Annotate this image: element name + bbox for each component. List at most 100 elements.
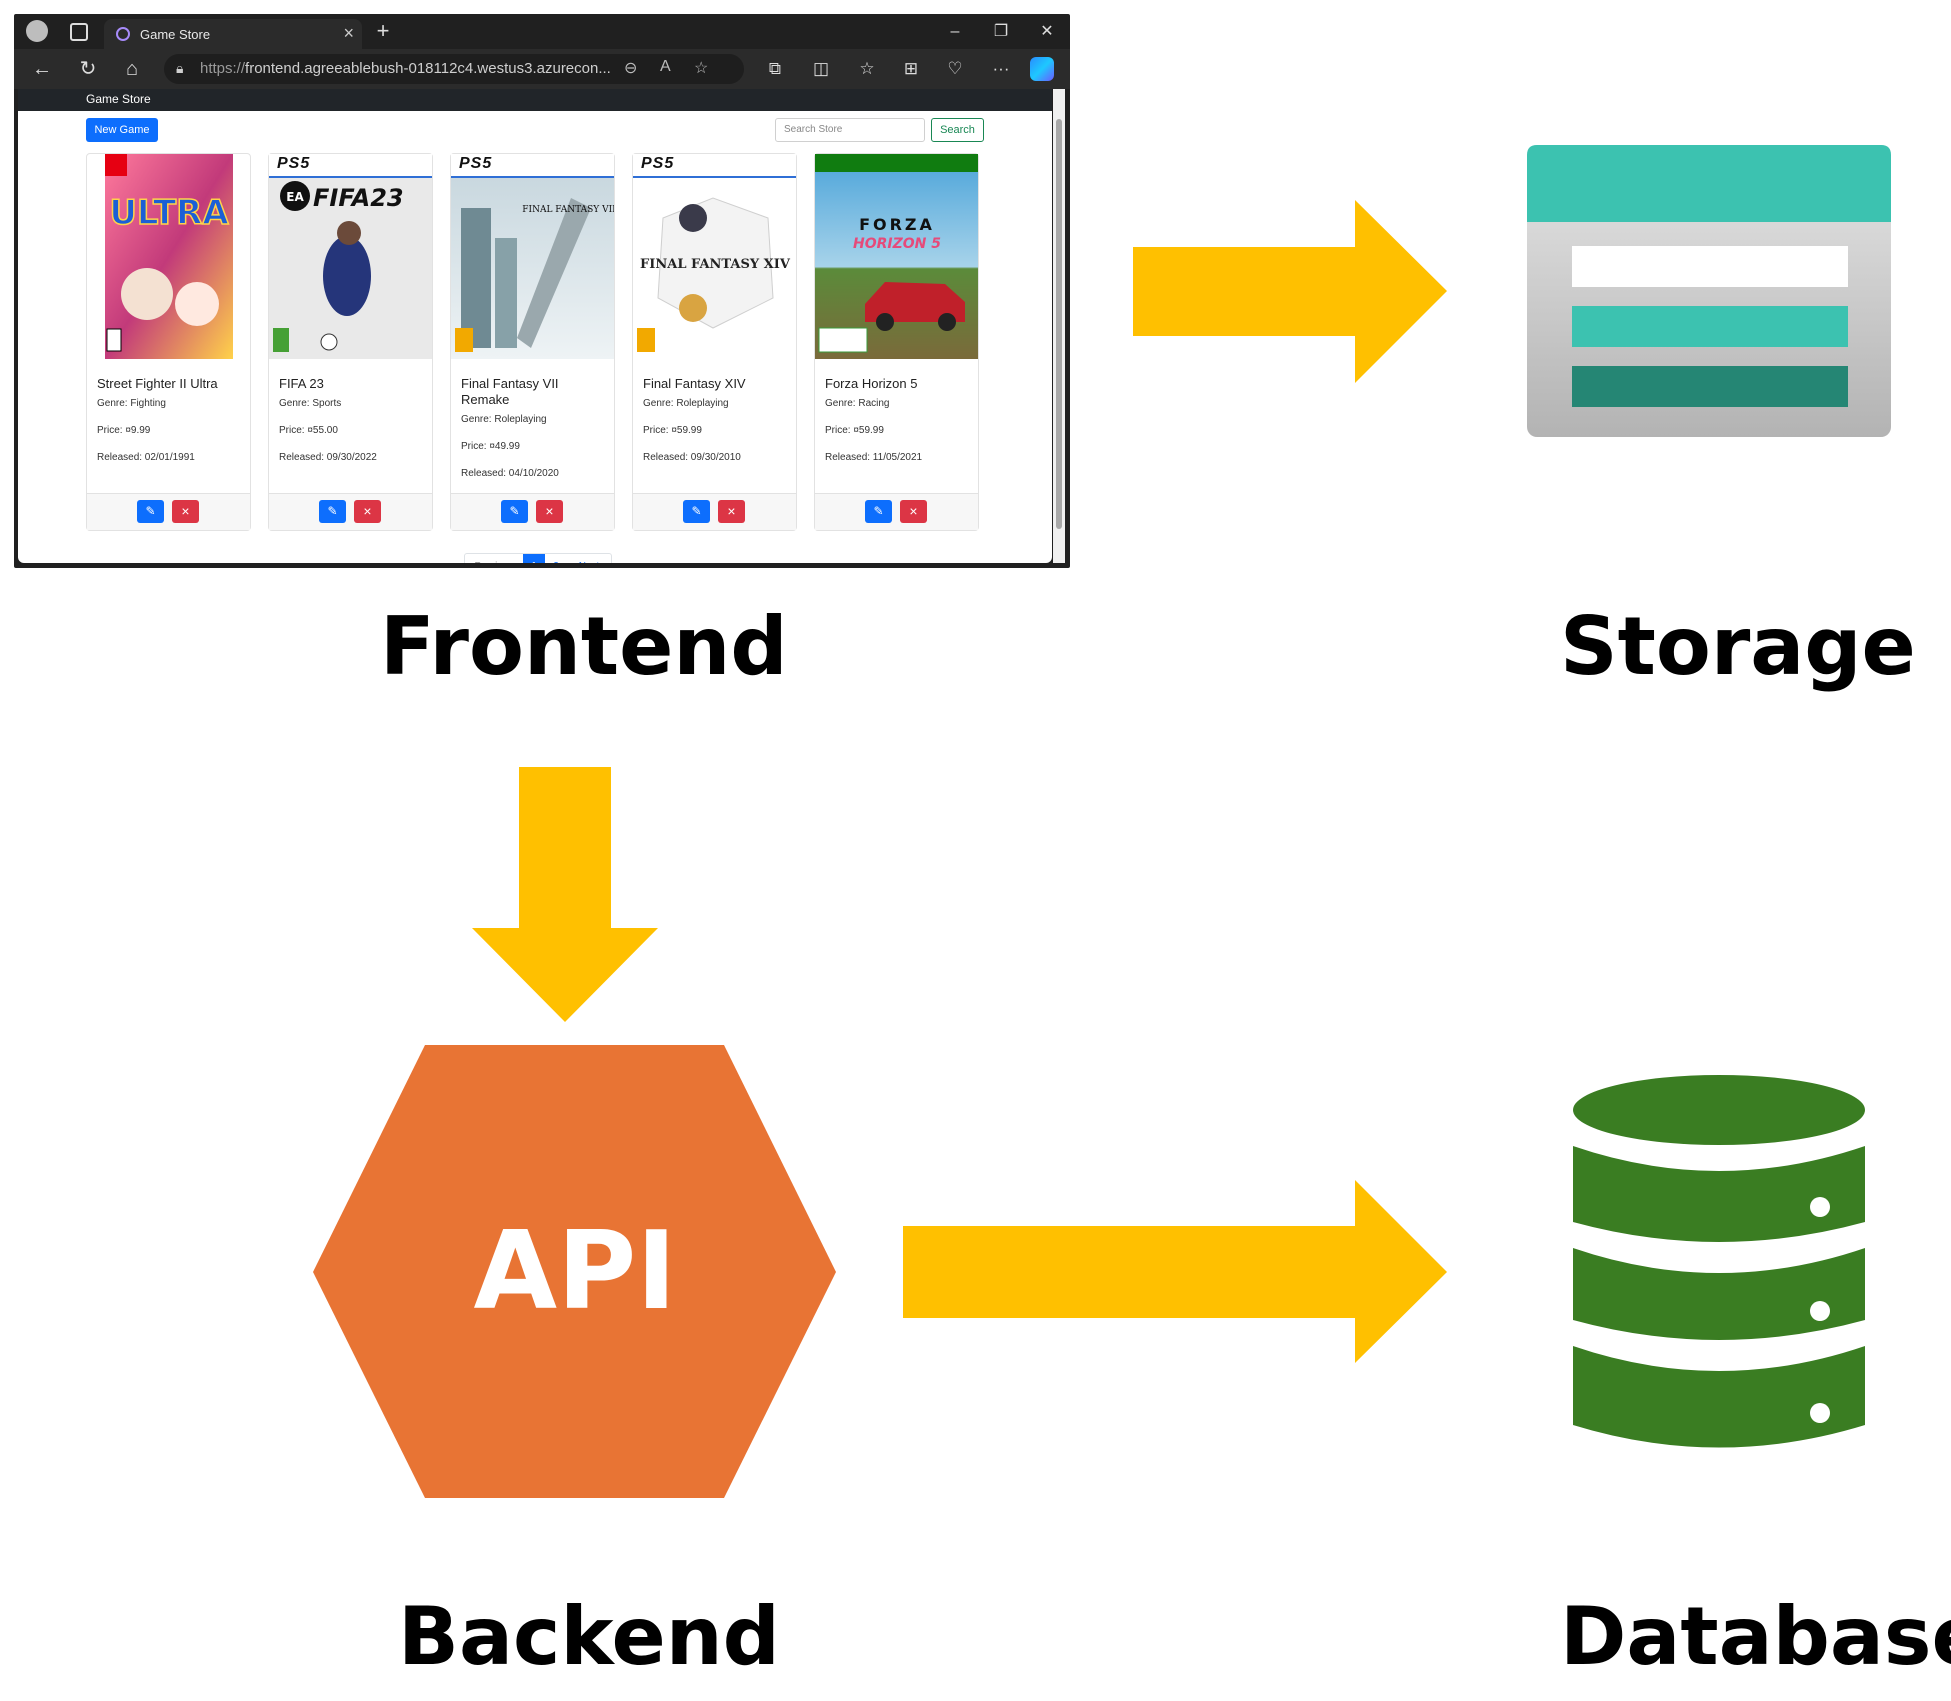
game-card: FORZA HORIZON 5 Forza Horizon 5 Genre: R… xyxy=(814,153,979,531)
svg-text:EA: EA xyxy=(286,190,304,204)
pencil-icon: ✎ xyxy=(691,504,702,518)
search-button[interactable]: Search xyxy=(931,118,984,142)
pagination-page-2[interactable]: 2 xyxy=(545,554,567,563)
api-hexagon-icon: API xyxy=(313,1045,836,1498)
home-icon[interactable]: ⌂ xyxy=(125,58,139,80)
edit-button[interactable]: ✎ xyxy=(683,500,710,523)
browser-toolbar: ← ↻ ⌂ 🔒︎ https://frontend.agreeablebush-… xyxy=(14,49,1070,89)
svg-text:FINAL FANTASY XIV: FINAL FANTASY XIV xyxy=(640,257,791,272)
frontend-label: Frontend xyxy=(380,600,788,693)
edit-button[interactable]: ✎ xyxy=(137,500,164,523)
game-release-date: Released: 04/10/2020 xyxy=(461,468,559,479)
ps5-banner: PS5 xyxy=(451,154,614,178)
close-tab-icon[interactable]: × xyxy=(343,23,354,43)
game-price: Price: ¤9.99 xyxy=(97,425,151,436)
svg-text:ULTRA: ULTRA xyxy=(109,193,229,233)
svg-text:FIFA23: FIFA23 xyxy=(313,184,404,212)
game-card: PS5 FINAL FANTASY XIV Final Fantasy XIV … xyxy=(632,153,797,531)
svg-text:FORZA: FORZA xyxy=(859,215,935,234)
game-genre: Genre: Fighting xyxy=(97,398,166,409)
new-game-button[interactable]: New Game xyxy=(86,118,158,142)
storage-icon xyxy=(1527,145,1891,437)
restore-icon[interactable]: ❐ xyxy=(993,23,1009,40)
pencil-icon: ✎ xyxy=(145,504,156,518)
arrow-frontend-to-backend xyxy=(472,767,658,1022)
pencil-icon: ✎ xyxy=(873,504,884,518)
app-navbar: Game Store xyxy=(18,89,1052,111)
tab-title: Game Store xyxy=(140,27,211,42)
pagination-page-1[interactable]: 1 xyxy=(523,554,545,563)
refresh-icon[interactable]: ↻ xyxy=(79,58,97,80)
copilot-icon[interactable] xyxy=(1030,57,1054,81)
api-label: API xyxy=(474,1209,677,1334)
delete-button[interactable]: × xyxy=(536,500,563,523)
edit-button[interactable]: ✎ xyxy=(319,500,346,523)
browser-window: Game Store × + – ❐ ✕ ← ↻ ⌂ 🔒︎ https://fr… xyxy=(14,14,1070,568)
tab-actions-icon[interactable] xyxy=(70,23,88,41)
new-tab-button[interactable]: + xyxy=(376,18,390,43)
pencil-icon: ✎ xyxy=(509,504,520,518)
profile-icon[interactable] xyxy=(26,20,48,42)
tab-strip: Game Store × + – ❐ ✕ xyxy=(14,14,1070,49)
split-screen-icon[interactable]: ◫ xyxy=(812,59,830,78)
arrow-backend-to-database xyxy=(903,1180,1447,1363)
delete-button[interactable]: × xyxy=(718,500,745,523)
page-scrollbar[interactable] xyxy=(1053,89,1065,563)
favorite-star-icon[interactable]: ☆ xyxy=(694,60,709,77)
favorites-icon[interactable]: ☆ xyxy=(859,59,875,78)
game-price: Price: ¤59.99 xyxy=(643,425,702,436)
read-aloud-icon[interactable]: A xyxy=(660,58,671,75)
game-genre: Genre: Racing xyxy=(825,398,890,409)
minimize-icon[interactable]: – xyxy=(950,23,960,40)
game-genre: Genre: Roleplaying xyxy=(461,414,547,425)
scrollbar-thumb[interactable] xyxy=(1056,119,1062,529)
more-icon[interactable]: ··· xyxy=(992,59,1010,78)
game-genre: Genre: Sports xyxy=(279,398,342,409)
card-footer: ✎ × xyxy=(451,493,614,530)
arrow-frontend-to-storage xyxy=(1133,200,1447,383)
game-cover-image: PS5 FINAL FANTASY VII xyxy=(451,154,614,359)
web-page: Game Store New Game Search Store Search … xyxy=(18,89,1052,563)
browser-essentials-icon[interactable]: ♡ xyxy=(947,59,963,78)
zoom-icon[interactable]: ⊖ xyxy=(624,60,638,77)
collections-icon[interactable]: ⊞ xyxy=(903,59,919,78)
delete-button[interactable]: × xyxy=(354,500,381,523)
game-release-date: Released: 09/30/2010 xyxy=(643,452,741,463)
x-icon: × xyxy=(363,503,372,519)
svg-text:FINAL FANTASY VII: FINAL FANTASY VII xyxy=(522,205,614,215)
edit-button[interactable]: ✎ xyxy=(865,500,892,523)
game-title: Street Fighter II Ultra xyxy=(97,376,218,391)
game-price: Price: ¤55.00 xyxy=(279,425,338,436)
game-release-date: Released: 11/05/2021 xyxy=(825,452,923,463)
delete-button[interactable]: × xyxy=(172,500,199,523)
ps5-banner: PS5 xyxy=(269,154,432,178)
extensions-icon[interactable]: ⧉ xyxy=(768,59,782,78)
game-cover-image: ULTRA xyxy=(87,154,250,359)
search-input[interactable]: Search Store xyxy=(775,118,925,142)
game-title: Forza Horizon 5 xyxy=(825,376,918,391)
game-card: PS5 EA FIFA23 FIFA 23 Genre: Sports Pric… xyxy=(268,153,433,531)
game-card: PS5 FINAL FANTASY VII Final Fantasy VII … xyxy=(450,153,615,531)
back-icon[interactable]: ← xyxy=(32,58,52,80)
x-icon: × xyxy=(727,503,736,519)
address-url: https://frontend.agreeablebush-018112c4.… xyxy=(200,60,611,77)
pagination-previous[interactable]: Previous xyxy=(465,554,523,563)
game-release-date: Released: 02/01/1991 xyxy=(97,452,195,463)
tab-favicon-icon xyxy=(116,27,130,41)
backend-label: Backend xyxy=(398,1590,780,1683)
tab-game-store[interactable]: Game Store × xyxy=(104,19,362,49)
database-label: Database xyxy=(1560,1590,1951,1683)
lock-icon[interactable]: 🔒︎ xyxy=(176,60,184,76)
pagination-next[interactable]: Next xyxy=(567,554,611,563)
game-cover-image: PS5 FINAL FANTASY XIV xyxy=(633,154,796,359)
app-brand[interactable]: Game Store xyxy=(86,92,151,106)
edit-button[interactable]: ✎ xyxy=(501,500,528,523)
game-title: Final Fantasy XIV xyxy=(643,376,746,391)
card-footer: ✎ × xyxy=(269,493,432,530)
card-footer: ✎ × xyxy=(87,493,250,530)
address-bar[interactable]: 🔒︎ https://frontend.agreeablebush-018112… xyxy=(164,54,744,84)
delete-button[interactable]: × xyxy=(900,500,927,523)
pencil-icon: ✎ xyxy=(327,504,338,518)
close-window-icon[interactable]: ✕ xyxy=(1040,23,1054,40)
